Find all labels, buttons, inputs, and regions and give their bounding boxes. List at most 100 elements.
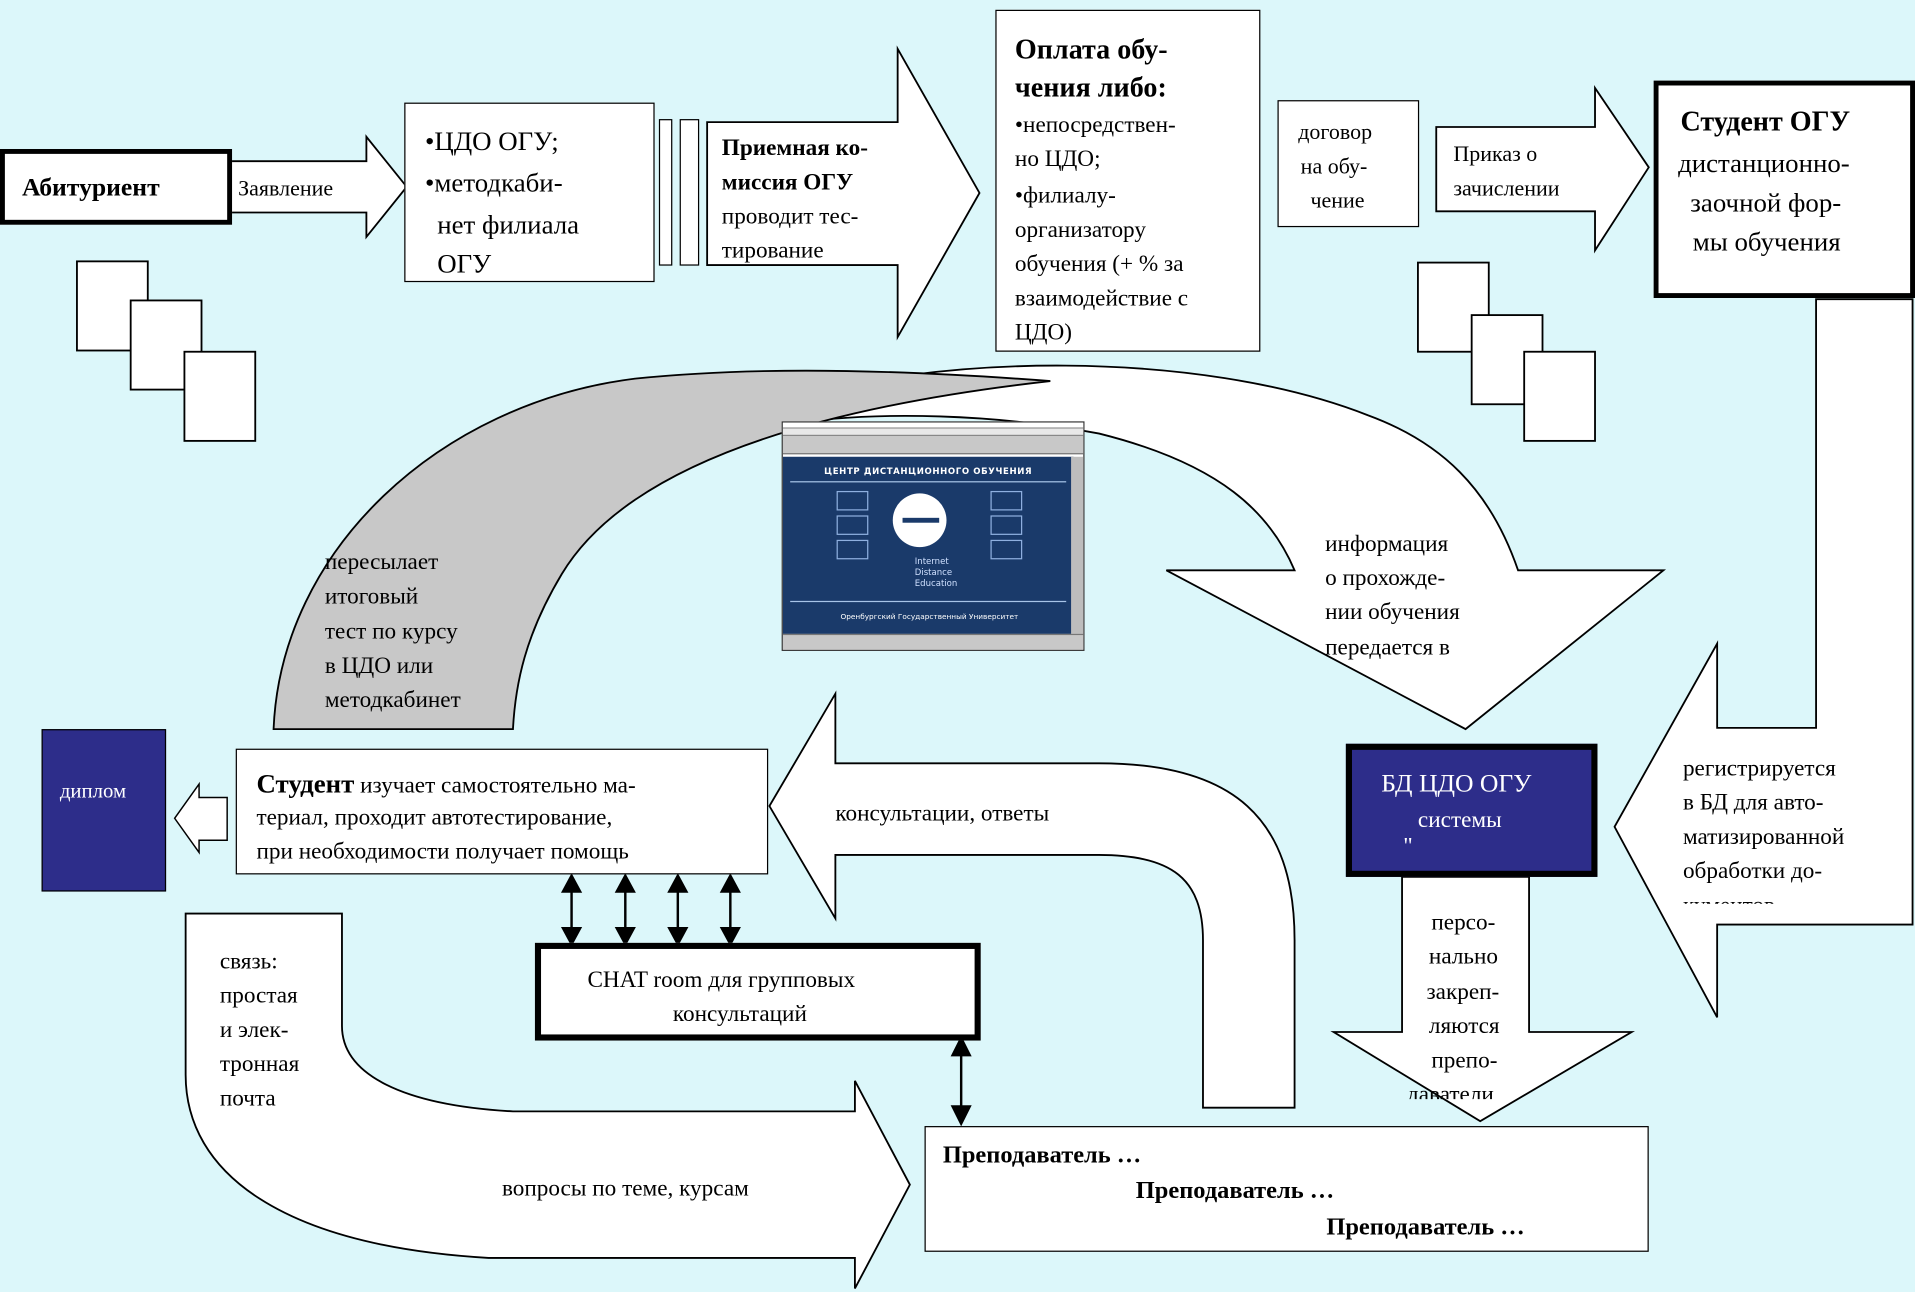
student-line1: Студент изучает самостоятельно ма- bbox=[256, 767, 635, 802]
contract-box: договор на обу- чение bbox=[1277, 100, 1420, 228]
ogu-student-title: Студент ОГУ bbox=[1680, 106, 1851, 137]
website-header: ЦЕНТР ДИСТАНЦИОННОГО ОБУЧЕНИЯ bbox=[824, 466, 1033, 477]
document-icon bbox=[183, 350, 257, 442]
assign-arrow bbox=[1330, 875, 1636, 1123]
mail-line: и элек- bbox=[219, 1017, 289, 1043]
payment-item: ЦДО) bbox=[1014, 319, 1072, 346]
questions-curved-arrow bbox=[184, 912, 911, 1289]
separator-bar bbox=[679, 119, 700, 266]
browser-statusbar bbox=[782, 633, 1084, 650]
order-arrow bbox=[1435, 84, 1650, 254]
db-box: БД ЦДО ОГУ системы " bbox=[1345, 743, 1598, 877]
order-line: зачислении bbox=[1453, 175, 1560, 201]
website-logo-icon bbox=[892, 493, 947, 548]
browser-scrollbar bbox=[1071, 456, 1084, 638]
final-test-line: итоговый bbox=[324, 583, 419, 610]
mail-line: простая bbox=[219, 983, 298, 1009]
document-icon bbox=[1523, 350, 1596, 442]
commission-line: Приемная ко- bbox=[721, 135, 868, 162]
consult-curved-arrow bbox=[768, 690, 1296, 1109]
statement-label: Заявление bbox=[238, 175, 334, 201]
offices-line: нет филиала bbox=[437, 208, 580, 240]
db-line: " bbox=[1403, 834, 1413, 860]
website-nav-tile bbox=[990, 515, 1023, 535]
payment-item: •филиалу- bbox=[1014, 183, 1116, 209]
website-footer: Оренбургский Государственный Университет bbox=[840, 613, 1019, 622]
payment-item: но ЦДО; bbox=[1014, 146, 1101, 173]
teachers-box: Преподаватель … Преподаватель … Преподав… bbox=[924, 1126, 1649, 1252]
separator-bar bbox=[658, 119, 673, 266]
ogu-student-box: Студент ОГУ дистанционно- заочной фор- м… bbox=[1653, 80, 1915, 298]
student-line2: териал, проходит автотестирование, bbox=[256, 804, 613, 831]
final-test-line: методкабинет bbox=[324, 687, 461, 714]
teacher-label: Преподаватель … bbox=[1326, 1213, 1525, 1241]
offices-line: ОГУ bbox=[437, 247, 492, 279]
payment-title: Оплата обу- bbox=[1014, 34, 1168, 65]
info-curved-arrow bbox=[780, 364, 1667, 731]
mail-line: почта bbox=[219, 1085, 276, 1112]
browser-menubar bbox=[782, 428, 1084, 437]
payment-item: •непосредствен- bbox=[1014, 112, 1176, 139]
chat-connectors bbox=[560, 873, 972, 1127]
website-caption-line: Education bbox=[914, 578, 958, 589]
register-arrow bbox=[1613, 298, 1914, 1018]
offices-line: •методкаби- bbox=[425, 167, 563, 198]
teacher-label: Преподаватель … bbox=[942, 1141, 1142, 1169]
ogu-student-line: заочной фор- bbox=[1690, 186, 1842, 218]
offices-line: •ЦДО ОГУ; bbox=[425, 125, 559, 157]
contract-line: договор bbox=[1298, 119, 1373, 145]
mail-line: тронная bbox=[219, 1051, 300, 1078]
questions-label: вопросы по теме, курсам bbox=[501, 1176, 749, 1202]
final-test-curved-arrow bbox=[272, 369, 1051, 731]
applicant-label: Абитуриент bbox=[21, 172, 160, 202]
statement-arrow bbox=[216, 134, 408, 240]
chat-line: консультаций bbox=[672, 1001, 807, 1028]
student-title: Студент bbox=[256, 768, 355, 799]
teacher-label: Преподаватель … bbox=[1135, 1177, 1335, 1205]
payment-title: чения либо: bbox=[1014, 72, 1167, 103]
website-caption: Internet Distance Education bbox=[915, 557, 958, 590]
website-nav-tile bbox=[990, 490, 1023, 511]
payment-item: организатору bbox=[1014, 217, 1146, 244]
offices-box: •ЦДО ОГУ; •методкаби- нет филиала ОГУ bbox=[404, 102, 655, 283]
mail-line: связь: bbox=[219, 948, 278, 975]
website-nav-tile bbox=[836, 515, 869, 535]
commission-arrow bbox=[706, 45, 981, 341]
register-line: регистрируется bbox=[1682, 755, 1836, 782]
website-rule bbox=[790, 600, 1067, 603]
website-nav-tile bbox=[836, 539, 869, 560]
applicant-box bbox=[0, 148, 233, 225]
diploma-box: диплом bbox=[41, 729, 167, 892]
info-line: передается в bbox=[1325, 635, 1450, 661]
final-test-line: пересылает bbox=[324, 549, 439, 576]
student-text: изучает самостоятельно ма- bbox=[354, 773, 636, 799]
payment-box: Оплата обу- чения либо: •непосредствен- … bbox=[995, 9, 1261, 352]
browser-toolbar bbox=[782, 436, 1084, 455]
info-line: о прохожде- bbox=[1325, 565, 1446, 592]
browser-titlebar bbox=[782, 422, 1084, 429]
assign-line: даватели bbox=[1406, 1082, 1494, 1100]
website-page: ЦЕНТР ДИСТАНЦИОННОГО ОБУЧЕНИЯ Internet D… bbox=[782, 456, 1074, 638]
register-line: в БД для авто- bbox=[1682, 790, 1824, 816]
info-line: нии обучения bbox=[1325, 599, 1460, 626]
contract-line: на обу- bbox=[1300, 153, 1368, 179]
assign-line: препо- bbox=[1431, 1047, 1498, 1074]
diploma-label: диплом bbox=[59, 779, 127, 803]
contract-line: чение bbox=[1310, 188, 1365, 213]
assign-line: нально bbox=[1428, 944, 1499, 970]
register-line: обработки до- bbox=[1682, 858, 1823, 885]
website-caption-line: Distance bbox=[914, 567, 953, 578]
student-line3: при необходимости получает помощь bbox=[256, 839, 629, 865]
website-rule bbox=[790, 481, 1067, 483]
commission-line: проводит тес- bbox=[721, 203, 859, 230]
consult-label: консультации, ответы bbox=[835, 801, 1050, 827]
assign-line: персо- bbox=[1431, 909, 1496, 936]
diploma-arrow bbox=[173, 781, 228, 855]
student-box: Студент изучает самостоятельно ма- териа… bbox=[235, 748, 769, 875]
register-line: кументов bbox=[1683, 889, 1775, 904]
payment-item: взаимодействие с bbox=[1014, 285, 1189, 312]
website-nav-tile bbox=[990, 539, 1023, 560]
ogu-student-line: дистанционно- bbox=[1678, 147, 1850, 179]
